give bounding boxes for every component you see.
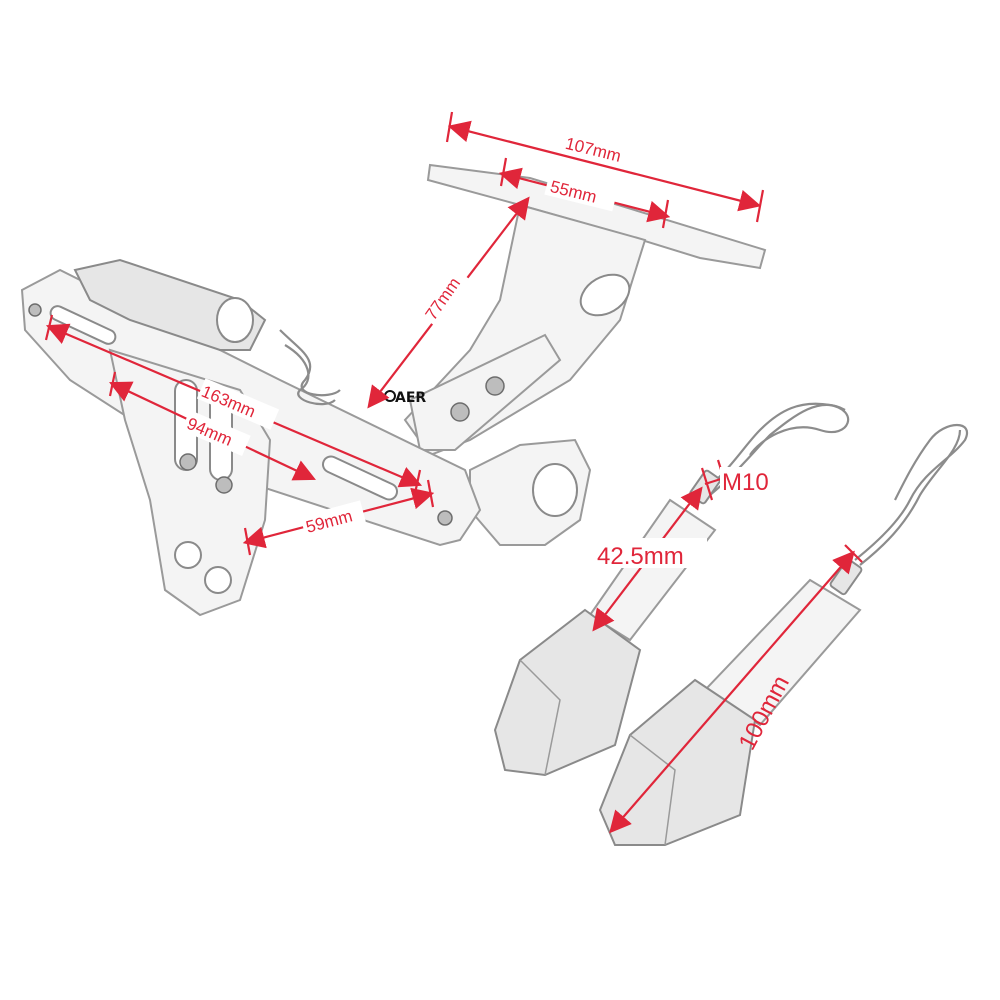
label-thread: M10 — [722, 469, 769, 496]
label-hole-spacing: 59mm — [304, 506, 355, 537]
dimension-labels: 107mm 55mm 77mm 163mm 94mm 59mm M10 42.5… — [181, 129, 795, 755]
label-stem-length: 42.5mm — [597, 543, 684, 570]
dimension-annotations — [44, 111, 863, 834]
indicator-stem-left — [588, 498, 717, 642]
indicator-lens-left — [493, 608, 642, 777]
logo-text: AER — [395, 390, 426, 406]
brand-logo: AER — [384, 390, 426, 406]
